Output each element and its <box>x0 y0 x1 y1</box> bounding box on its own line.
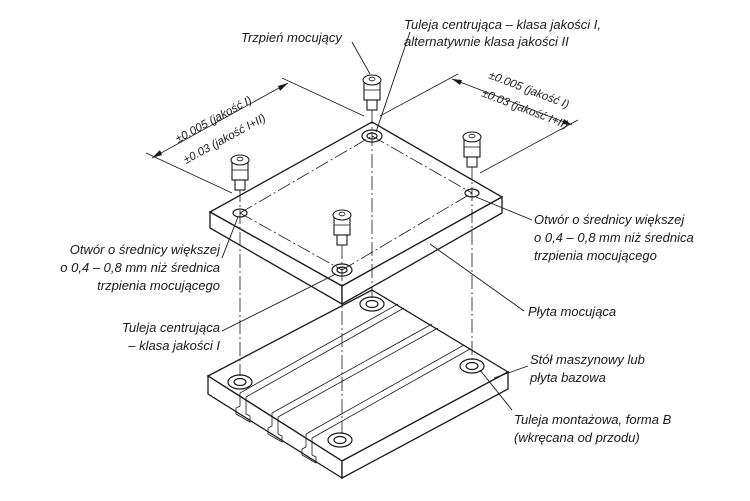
label-machine-table-line2: płyta bazowa <box>529 370 606 385</box>
label-centering-sleeve-top-line1: Tuleja centrująca – klasa jakości I, <box>404 17 601 32</box>
label-centering-sleeve-left-line2: – klasa jakości I <box>127 338 220 353</box>
label-mounting-pin: Trzpień mocujący <box>241 30 343 45</box>
label-hole-right-line3: trzpienia mocującego <box>534 248 657 263</box>
mounting-pin-back <box>362 74 382 111</box>
center-lines <box>239 110 473 434</box>
label-hole-right-line2: o 0,4 – 0,8 mm niż średnica <box>534 230 694 245</box>
mounting-pin-front <box>332 209 352 246</box>
mounting-plate <box>208 121 504 306</box>
leader-lines <box>221 31 533 411</box>
label-mounting-plate: Płyta mocująca <box>528 304 616 319</box>
t-slot-profiles <box>235 393 317 464</box>
label-centering-sleeve-top-line2: alternatywnie klasa jakości II <box>404 34 569 49</box>
machine-table <box>206 289 510 480</box>
base-sleeve-front <box>327 432 353 448</box>
t-slots <box>239 303 471 439</box>
label-machine-table-line1: Stół maszynowy lub <box>530 352 645 367</box>
mounting-pin-right <box>462 131 482 168</box>
label-mounting-sleeve-line2: (wkręcana od przodu) <box>514 430 640 445</box>
label-hole-left-line3: trzpienia mocującego <box>97 278 220 293</box>
label-hole-right-line1: Otwór o średnicy większej <box>534 212 685 227</box>
dimension-right <box>379 73 579 174</box>
mounting-pin-left <box>230 154 250 191</box>
dimension-left <box>145 77 365 194</box>
label-hole-left-line2: o 0,4 – 0,8 mm niż średnica <box>60 260 220 275</box>
label-centering-sleeve-left-line1: Tuleja centrująca <box>122 320 220 335</box>
label-mounting-sleeve-line1: Tuleja montażowa, forma B <box>514 412 672 427</box>
label-hole-left-line1: Otwór o średnicy większej <box>70 242 221 257</box>
